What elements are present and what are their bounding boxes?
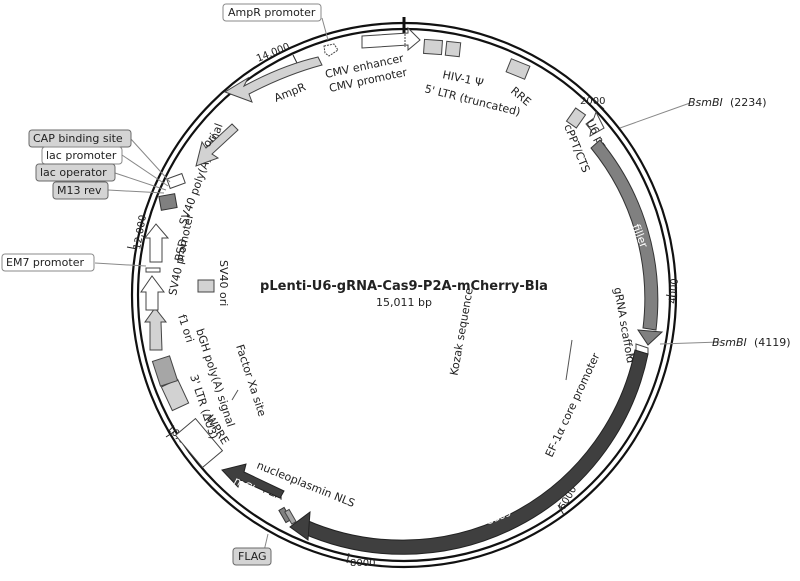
ampr-promoter-arrow xyxy=(323,43,339,57)
plasmid-length: 15,011 bp xyxy=(376,296,432,309)
em7-label-box[interactable] xyxy=(1,253,95,272)
cap-label: CAP binding site xyxy=(33,132,123,145)
plasmid-name: pLenti-U6-gRNA-Cas9-P2A-mCherry-Bla xyxy=(260,279,548,294)
cppt-box xyxy=(565,107,587,129)
sv40-ori-box xyxy=(197,279,215,293)
filler-label: filler xyxy=(629,222,650,250)
flag-label-box[interactable] xyxy=(232,547,272,566)
sv40-ori-label: SV40 ori xyxy=(217,260,230,306)
tick-8000: 8000 xyxy=(350,558,375,569)
em7-label: EM7 promoter xyxy=(6,256,84,269)
lac-operator-label: lac operator xyxy=(40,166,107,179)
ampr-label: AmpR xyxy=(272,80,308,104)
bsmbi-2-name: BsmBI xyxy=(712,336,747,349)
rre-box xyxy=(505,58,531,80)
bsmbi-1-name: BsmBI xyxy=(688,96,723,109)
ampr-promoter-label-box[interactable] xyxy=(222,3,322,22)
f1-ori-arrow xyxy=(144,307,168,351)
factor-xa-label: Factor Xa site xyxy=(233,343,269,418)
p2a-box xyxy=(284,508,297,525)
hiv-psi-box xyxy=(444,40,462,58)
mcherry-arrow xyxy=(221,463,285,499)
filler-arrow xyxy=(590,139,659,331)
filler-arrowhead xyxy=(637,329,664,346)
f1ori-label: f1 ori xyxy=(175,313,196,344)
ltr5-box xyxy=(422,38,444,56)
lac-feature-strip xyxy=(166,172,186,190)
ampr-arrow xyxy=(223,56,323,103)
cas9-arrow xyxy=(301,349,649,555)
sv40-polya-box xyxy=(158,193,178,211)
tick-4000: 4000 xyxy=(668,278,681,304)
ltr5-label: 5' LTR (truncated) xyxy=(423,82,521,118)
u6-promoter-arrow xyxy=(585,110,605,137)
em7-arrow xyxy=(145,267,161,273)
ampr-promoter-label: AmpR promoter xyxy=(228,6,316,19)
tick-2000: 2000 xyxy=(580,96,605,107)
wpre-box xyxy=(174,417,224,469)
grna-scaffold-label: gRNA scaffold xyxy=(611,286,637,364)
bsmbi-1-pos: (2234) xyxy=(730,96,767,109)
lac-operator-label-box[interactable] xyxy=(35,163,116,182)
lac-leader-lines xyxy=(107,137,171,194)
bsd-arrow xyxy=(143,223,170,263)
ori-arrow xyxy=(195,123,239,167)
flag-label: FLAG xyxy=(238,550,267,563)
sv40-promoter-arrow xyxy=(140,275,165,311)
bgh-box xyxy=(151,355,179,387)
tick-14000: 14,000 xyxy=(255,41,292,64)
kozak-label: Kozak sequence xyxy=(448,287,476,377)
bsmbi-2-pos: (4119) xyxy=(754,336,791,349)
m13rev-label: M13 rev xyxy=(57,184,102,197)
bsd-label: BSD xyxy=(172,238,189,263)
cas9-arrowhead xyxy=(289,510,311,541)
lac-promoter-label: lac promoter xyxy=(46,149,117,162)
m13rev-label-box[interactable] xyxy=(52,181,109,200)
hiv-psi-label: HIV-1 Ψ xyxy=(441,68,485,89)
